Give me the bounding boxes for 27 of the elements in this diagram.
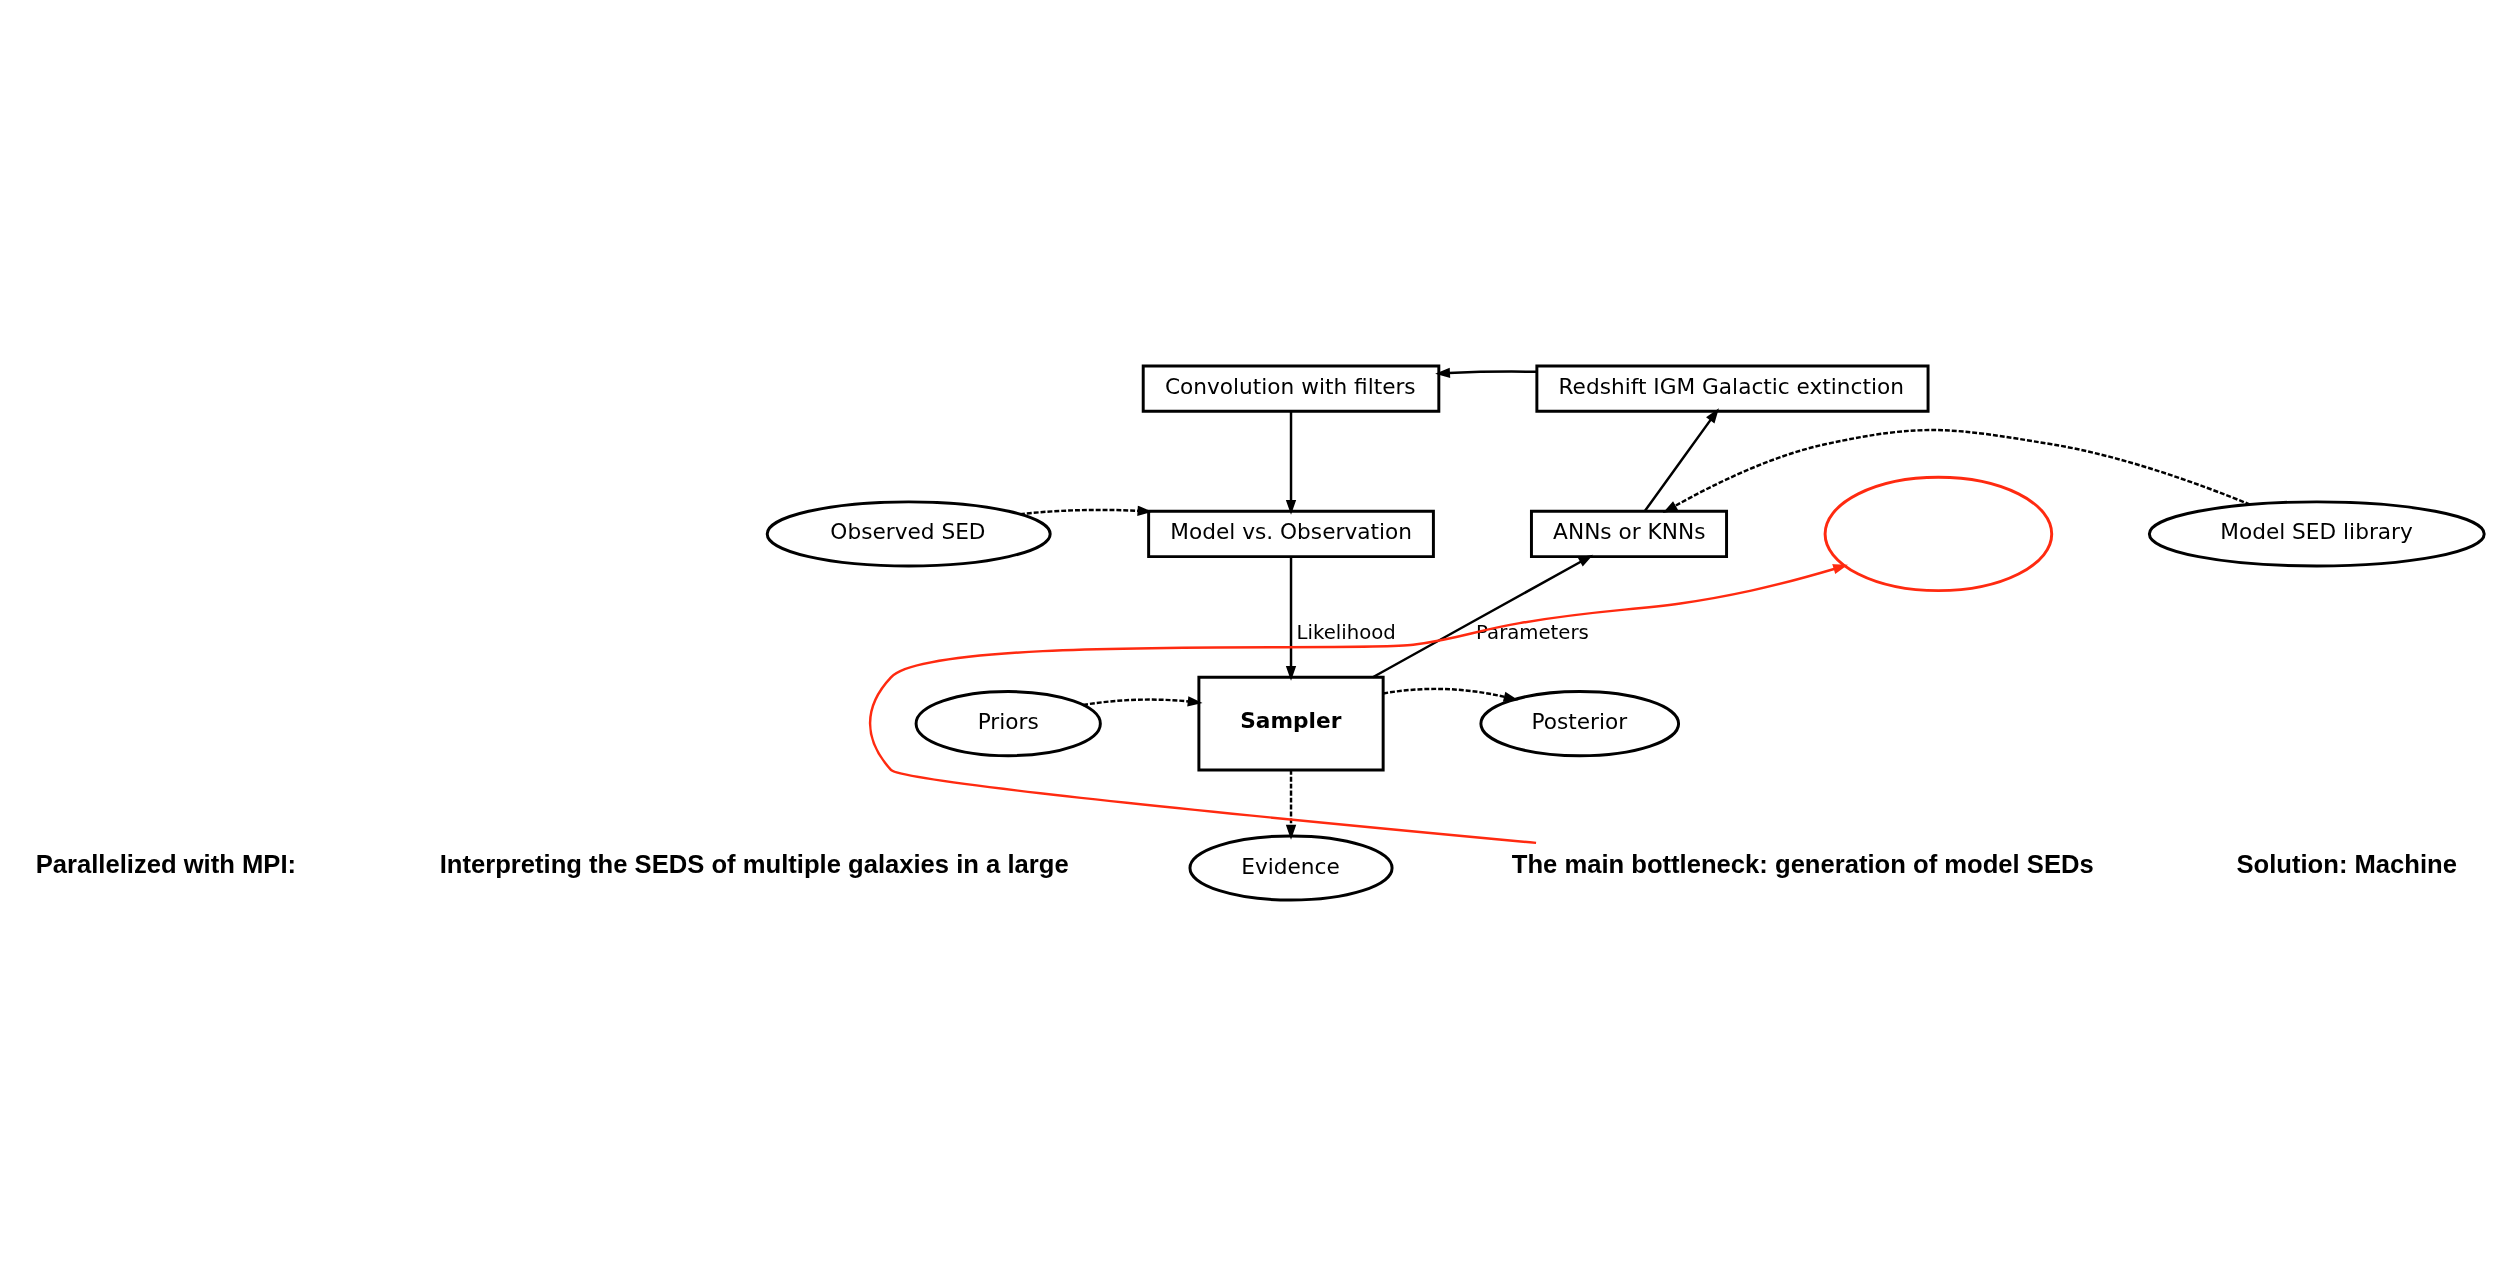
- node-box: Convolution with filters: [1141, 363, 1441, 413]
- node-text: The main bottleneck: generation of model SEDs: [1511, 849, 2094, 878]
- arrow: [1643, 407, 1719, 512]
- edge-label: Likelihood: [1296, 620, 1396, 644]
- arrow: [868, 563, 1848, 844]
- node-ellipse: Observed SED: [765, 499, 1052, 567]
- label: Interpreting the SEDS of multiple galaxies in a large: [439, 849, 1069, 878]
- arrow: [1285, 410, 1297, 515]
- node-box: Model vs. Observation: [1147, 509, 1435, 558]
- node-box: Sampler: [1197, 675, 1385, 771]
- edge-label: Parameters: [1476, 620, 1589, 644]
- arrow: [1662, 428, 2251, 513]
- node-ellipse: Priors: [914, 689, 1102, 757]
- node-ellipse: Model SED library: [2147, 499, 2486, 567]
- label: Parallelized with MPI:: [35, 849, 297, 878]
- node-box: Redshift IGM Galactic extinction: [1535, 363, 1930, 413]
- node-box: ANNs or KNNs: [1529, 509, 1729, 558]
- arrow: [1019, 505, 1153, 516]
- arrow: [1285, 556, 1297, 681]
- node-ellipse: Evidence: [1188, 833, 1394, 902]
- arrow: [1435, 367, 1537, 378]
- label: Solution: Machine: [2236, 849, 2458, 878]
- arrow: [1285, 769, 1297, 840]
- arrow: [1372, 554, 1594, 678]
- arrow: [1082, 695, 1203, 706]
- arrow: [1383, 687, 1519, 702]
- node-ellipse: [1823, 475, 2054, 592]
